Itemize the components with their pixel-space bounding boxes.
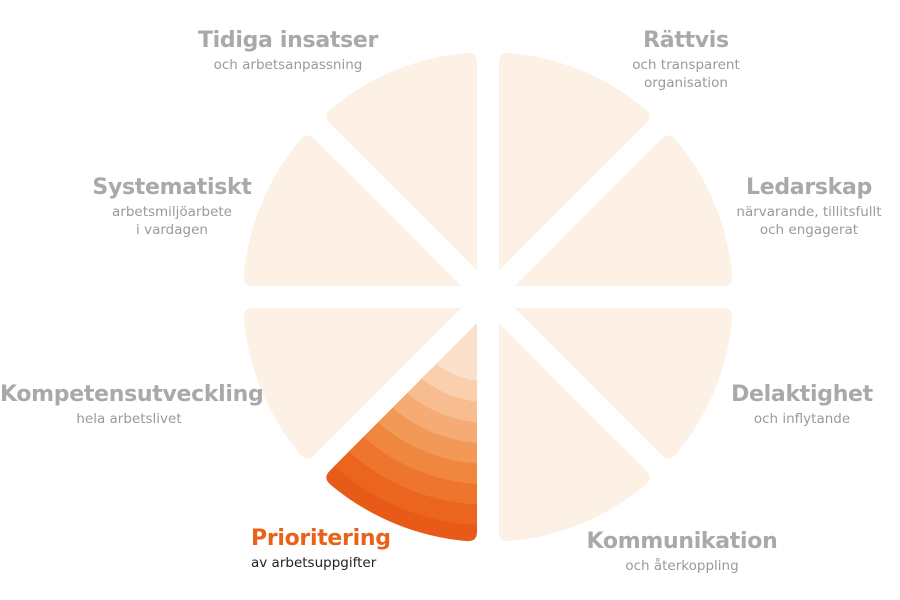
segment-title: Tidiga insatser: [197, 28, 379, 53]
segment-title: Systematiskt: [92, 175, 252, 200]
segment-label-kommunikation: Kommunikation och återkoppling: [582, 531, 782, 575]
segment-title: Delaktighet: [731, 382, 873, 407]
segment-kompetensutveckling: [243, 308, 462, 459]
segment-kommunikation: [499, 323, 650, 542]
segment-label-ledarskap: Ledarskap närvarande, tillitsfullt och e…: [712, 177, 900, 239]
segment-label-rattvis: Rättvis och transparent organisation: [586, 30, 786, 92]
segment-subtitle-line-2: och engagerat: [759, 222, 859, 238]
segment-gradient-band: [362, 323, 477, 423]
segment-label-prioritering: Prioritering av arbetsuppgifter: [251, 528, 451, 572]
segment-subtitle: och transparent: [632, 57, 740, 73]
segment-label-tidiga-insatser: Tidiga insatser och arbetsanpassning: [188, 30, 388, 74]
segment-title: Ledarskap: [745, 175, 872, 200]
segment-label-kompetensutveckling: Kompetensutveckling hela arbetslivet: [0, 382, 264, 428]
segment-title: Kommunikation: [586, 529, 778, 554]
segment-subtitle-line-2: i vardagen: [136, 222, 208, 238]
segment-ledarskap: [514, 135, 733, 286]
segment-label-delaktighet: Delaktighet och inflytande: [712, 384, 892, 428]
segment-title: Rättvis: [643, 28, 729, 53]
segment-rattvis: [499, 52, 650, 271]
segment-title: Kompetensutveckling: [0, 382, 264, 407]
segment-systematiskt: [243, 135, 462, 286]
segment-tidiga-insatser: [326, 52, 477, 271]
segment-gradient-band: [326, 323, 477, 464]
segment-title: Prioritering: [251, 526, 391, 551]
segment-subtitle: och inflytande: [753, 411, 851, 427]
segment-subtitle: arbetsmiljöarbete: [112, 204, 232, 220]
segment-gradient-band: [326, 323, 477, 505]
segment-gradient-band: [326, 323, 477, 485]
segment-gradient-band: [326, 323, 477, 526]
segment-gradient-band: [341, 323, 477, 444]
segment-label-systematiskt: Systematiskt arbetsmiljöarbete i vardage…: [72, 177, 272, 239]
segment-subtitle-line-2: organisation: [644, 75, 728, 91]
segment-subtitle: närvarande, tillitsfullt: [736, 204, 882, 220]
segment-subtitle: hela arbetslivet: [76, 411, 182, 427]
segment-gradient-band: [403, 323, 477, 382]
segment-gradient-band: [326, 323, 477, 542]
segment-subtitle: av arbetsuppgifter: [251, 555, 377, 571]
segment-prioritering-active: [326, 323, 477, 542]
segment-subtitle: och arbetsanpassning: [213, 57, 363, 73]
segment-subtitle: och återkoppling: [625, 558, 739, 574]
segment-delaktighet: [514, 308, 733, 459]
segment-gradient-band: [382, 323, 477, 403]
